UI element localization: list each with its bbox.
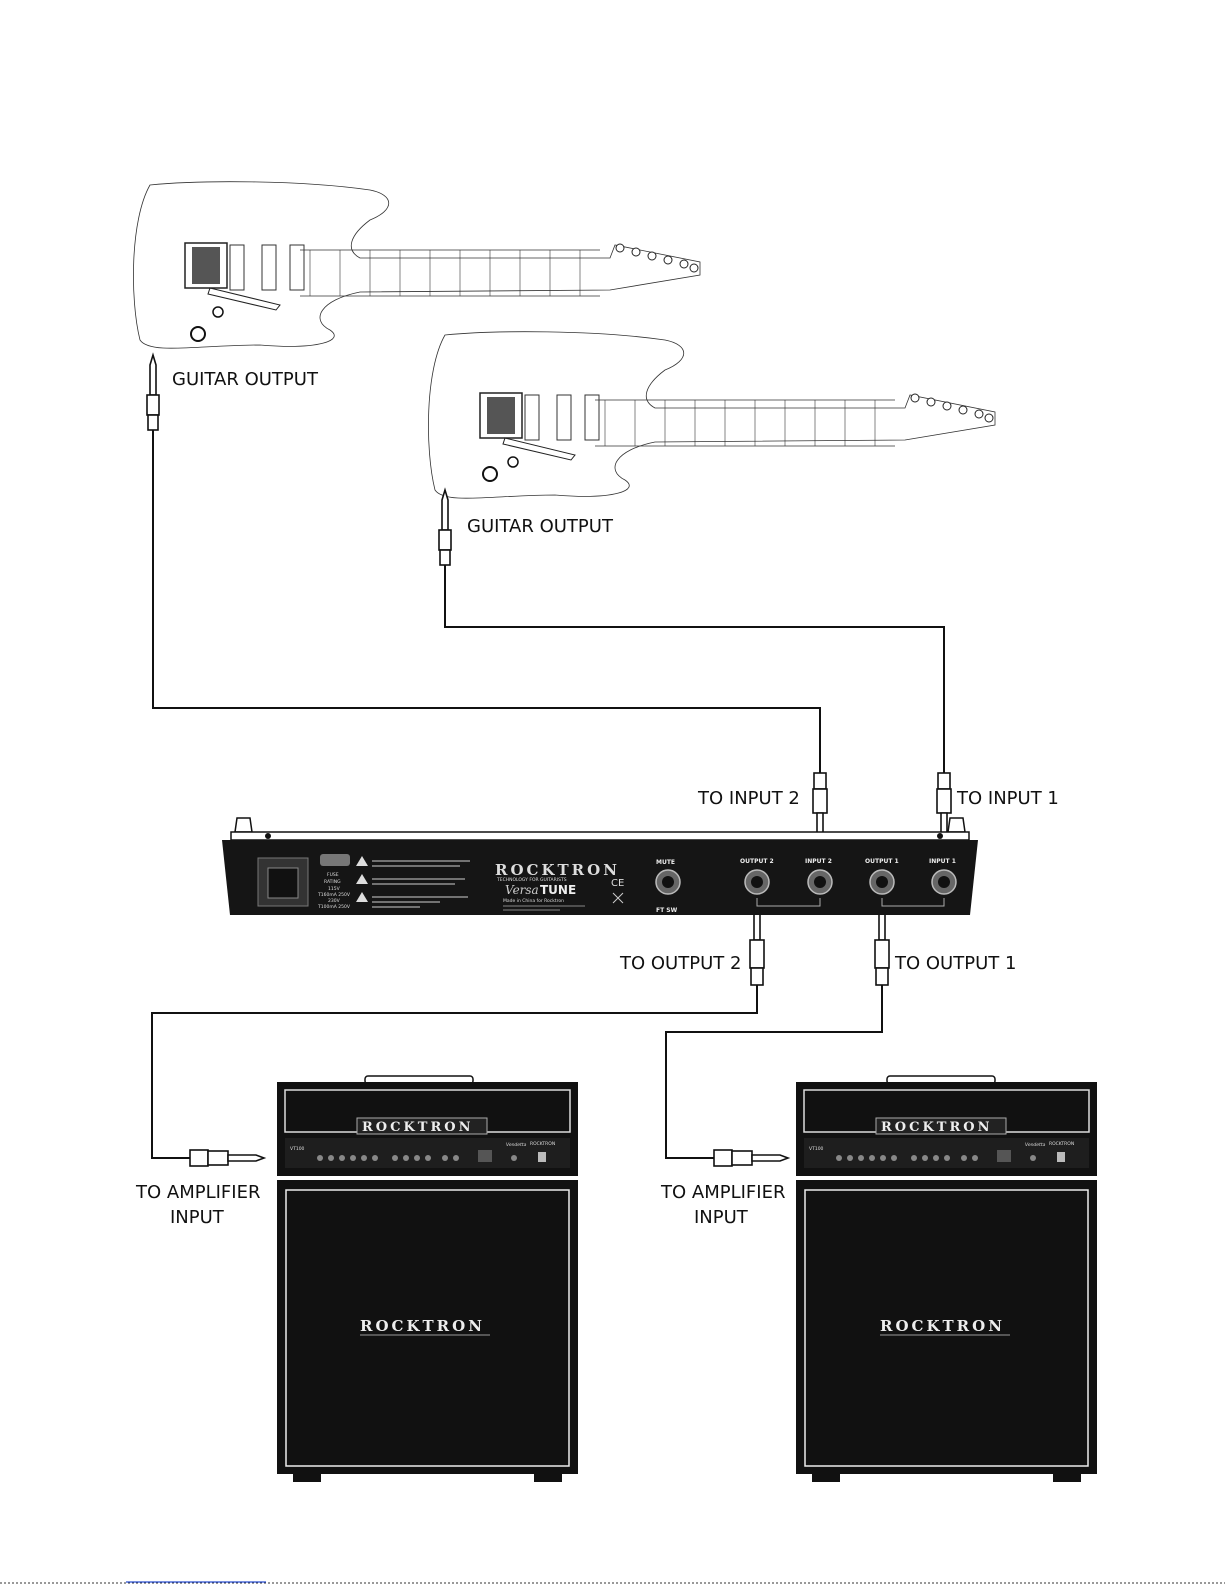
amp-2-cab-logo: ROCKTRON [880,1317,1005,1335]
ftsw-label: FT SW [656,907,678,914]
output-2-plug [749,902,765,986]
cable-guitar2-to-input1 [444,565,945,773]
guitar-2-output-label: GUITAR OUTPUT [467,516,614,537]
fuse-text-5: 230V [328,898,341,904]
fuse-text-2: RATING [324,879,341,885]
fuse-text-6: T100mA 250V [317,904,351,910]
amp-2-model: VT100 [809,1146,824,1152]
cable-output2-to-amp1 [151,985,758,1159]
fuse-text-3: 115V [328,886,341,892]
input-2-jack [807,869,833,895]
versatune-rack-unit: FUSE RATING 115V T160mA 250V 230V T100mA… [222,817,978,915]
amp-2-input-plug [713,1149,791,1167]
jack-label-output-1: OUTPUT 1 [865,858,899,865]
amp-1-label-line-2: INPUT [170,1207,225,1228]
amp-2-label-line-1: TO AMPLIFIER [660,1182,785,1203]
to-output-2-label: TO OUTPUT 2 [619,953,741,974]
rack-brand-logo: ROCKTRON [495,861,620,879]
amp-2-head-logo: ROCKTRON [881,1120,992,1135]
to-output-1-label: TO OUTPUT 1 [894,953,1016,974]
fuse-text-4: T160mA 250V [317,892,351,898]
guitar-1-plug [146,352,160,431]
guitar-1-output-label: GUITAR OUTPUT [172,369,319,390]
model-name-suffix: TUNE [540,883,576,897]
amp-1-script-logo: Vendetta [506,1142,527,1148]
guitar-2 [428,331,996,499]
guitar-2-plug [438,487,452,566]
amp-1-head-logo: ROCKTRON [362,1120,473,1135]
output-1-plug [874,902,890,986]
jack-label-input-1: INPUT 1 [929,858,956,865]
cable-guitar1-to-input2 [152,430,821,773]
amp-stack-2: ROCKTRON VT100 Vendetta ROCKTRON ROCKTRO… [713,1075,1097,1482]
guitar-1 [133,181,701,349]
amp-1-cab-logo: ROCKTRON [360,1317,485,1335]
amp-1-head-small-brand: ROCKTRON [530,1141,555,1147]
amp-2-head-small-brand: ROCKTRON [1049,1141,1074,1147]
amp-1-input-plug [189,1149,267,1167]
rack-tagline: TECHNOLOGY FOR GUITARISTS [496,877,567,883]
output-2-jack [744,869,770,895]
amp-2-label-line-2: INPUT [694,1207,749,1228]
output-1-jack [869,869,895,895]
to-input-1-label: TO INPUT 1 [956,788,1059,809]
model-name-prefix: Versa [505,883,539,897]
jack-label-input-2: INPUT 2 [805,858,832,865]
made-in-text: Made in China for Rocktron [503,898,564,904]
jack-label-output-2: OUTPUT 2 [740,858,774,865]
to-input-2-label: TO INPUT 2 [697,788,800,809]
input-1-jack [931,869,957,895]
amp-1-label-line-1: TO AMPLIFIER [135,1182,260,1203]
cable-output1-to-amp2 [665,985,883,1159]
ce-mark: CE [611,878,624,889]
amp-stack-1: ROCKTRON VT100 Vendetta ROCKTRON ROCKTRO… [189,1075,578,1482]
amp-2-script-logo: Vendetta [1025,1142,1046,1148]
footswitch-jack [655,869,681,895]
amp-1-model: VT100 [290,1146,305,1152]
mute-label: MUTE [656,859,675,866]
fuse-text-1: FUSE [327,872,339,878]
